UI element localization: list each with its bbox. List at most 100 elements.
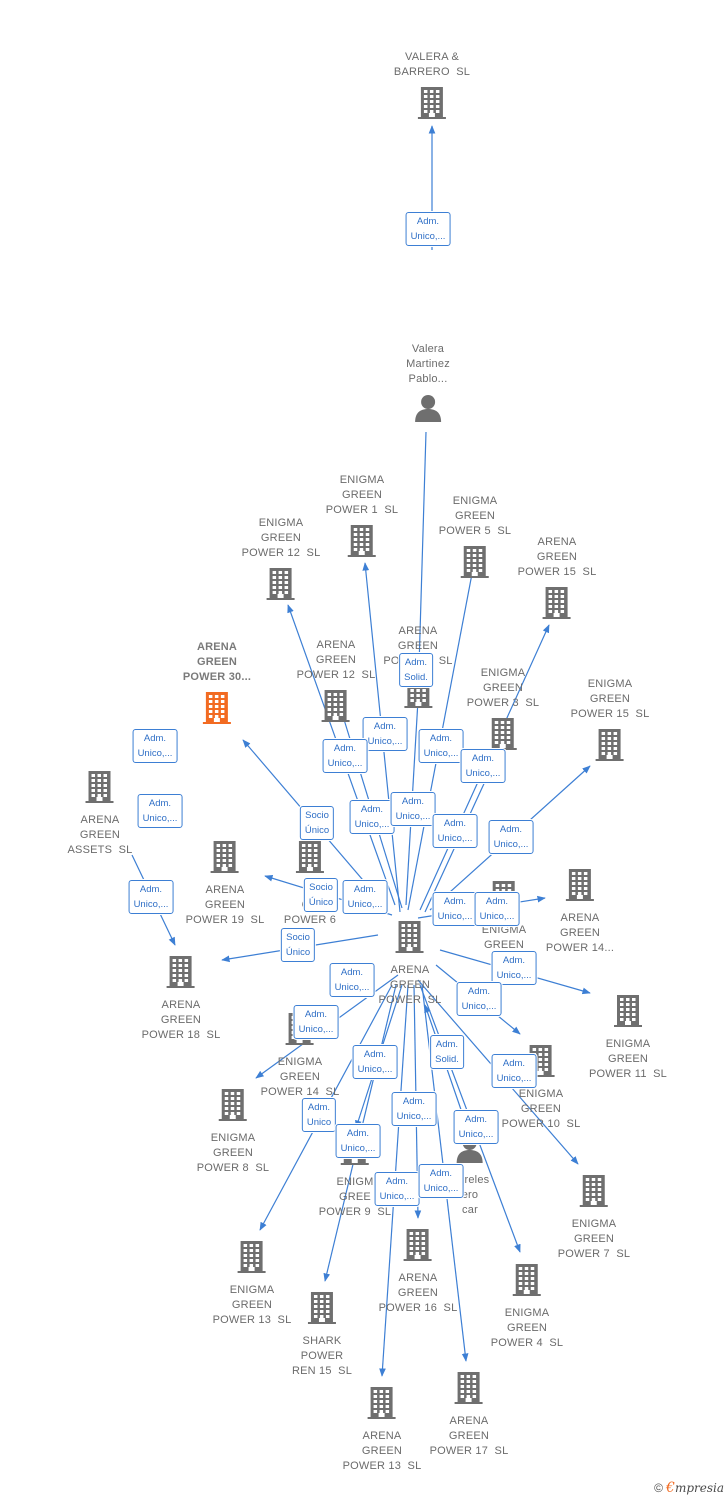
node-shark15[interactable]: SHARK POWER REN 15 SL xyxy=(292,1291,352,1379)
node-enigma7[interactable]: ENIGMA GREEN POWER 7 SL xyxy=(558,1174,631,1262)
brand-initial: € xyxy=(666,1480,675,1496)
building-icon xyxy=(295,840,325,879)
node-label: VALERA & BARRERO SL xyxy=(393,51,471,78)
building-icon xyxy=(347,524,377,563)
relation-badge[interactable]: Socio Único xyxy=(299,806,335,840)
node-label: ARENA GREEN PO SL xyxy=(383,625,453,667)
node-enigma4[interactable]: ENIGMA GREEN POWER 4 SL xyxy=(491,1263,564,1351)
relation-badge[interactable]: Adm. Unico,... xyxy=(132,729,178,763)
relation-badge[interactable]: Adm. Unico,... xyxy=(418,729,464,763)
node-label: ARENA GREEN ASSETS SL xyxy=(67,814,133,856)
node-label: ENIGMA GREEN POWER 5 SL xyxy=(438,495,512,537)
relation-badge[interactable]: Adm. Unico,... xyxy=(391,1092,437,1126)
node-arena19[interactable]: ARENA GREEN POWER 19 SL xyxy=(186,840,265,928)
node-arena16[interactable]: ARENA GREEN POWER 16 SL xyxy=(379,1228,458,1316)
relation-badge[interactable]: Adm. Unico,... xyxy=(390,792,436,826)
relation-badge[interactable]: Adm. Unico,... xyxy=(362,717,408,751)
building-icon xyxy=(395,920,425,959)
node-label: ARENA GREEN POWER 19 SL xyxy=(185,884,265,926)
copyright-symbol: © xyxy=(654,1481,664,1495)
relation-badge[interactable]: Adm. Unico,... xyxy=(137,794,183,828)
relation-badge[interactable]: Adm. Unico,... xyxy=(329,963,375,997)
building-icon xyxy=(454,1371,484,1410)
node-label: ENIGMA GREEN POWER 1 SL xyxy=(325,474,399,516)
relation-badge[interactable]: Adm. Solid. xyxy=(430,1035,464,1069)
node-label: ENIGMA GREEN POWER 4 SL xyxy=(490,1307,564,1349)
node-enigma1[interactable]: ENIGMA GREEN POWER 1 SL xyxy=(326,473,399,563)
node-enigma5[interactable]: ENIGMA GREEN POWER 5 SL xyxy=(439,494,512,584)
relation-badge[interactable]: Adm. Unico,... xyxy=(456,982,502,1016)
node-arena-assets[interactable]: ARENA GREEN ASSETS SL xyxy=(68,770,133,858)
footer: © €mpresia xyxy=(654,1480,724,1496)
building-icon xyxy=(417,86,447,125)
node-valera-barrero[interactable]: VALERA & BARRERO SL xyxy=(394,50,470,125)
node-label: ARENA GREEN POWER 14... xyxy=(545,912,615,954)
node-label: ENIGM GREE POWER 9 SL xyxy=(318,1176,392,1218)
building-icon xyxy=(595,728,625,767)
relation-badge[interactable]: Adm. Unico,... xyxy=(349,800,395,834)
node-arena12[interactable]: ARENA GREEN POWER 12 SL xyxy=(297,638,376,728)
building-icon xyxy=(166,955,196,994)
building-icon xyxy=(367,1386,397,1425)
node-label: ENIGMA GREEN POWER 8 SL xyxy=(196,1132,270,1174)
relation-badge[interactable]: Adm. Unico,... xyxy=(322,739,368,773)
building-icon xyxy=(202,691,232,730)
building-icon xyxy=(321,689,351,728)
node-enigma8[interactable]: ENIGMA GREEN POWER 8 SL xyxy=(197,1088,270,1176)
node-enigma11[interactable]: ENIGMA GREEN POWER 11 SL xyxy=(589,994,667,1082)
node-label: ARENA GREEN POWER 12 SL xyxy=(296,639,376,681)
relation-badge[interactable]: Adm. Unico,... xyxy=(453,1110,499,1144)
node-arena30[interactable]: ARENA GREEN POWER 30... xyxy=(183,640,251,730)
node-label: SHARK POWER REN 15 SL xyxy=(291,1335,353,1377)
node-arena18[interactable]: ARENA GREEN POWER 18 SL xyxy=(142,955,221,1043)
relation-badge[interactable]: Adm. Unico,... xyxy=(405,212,451,246)
node-enigma13[interactable]: ENIGMA GREEN POWER 13 SL xyxy=(213,1240,292,1328)
building-icon xyxy=(307,1291,337,1330)
node-label: Valera Martinez Pablo... xyxy=(406,343,450,385)
relation-badge[interactable]: Adm. Solid. xyxy=(399,653,433,687)
relation-badge[interactable]: Adm. Unico,... xyxy=(335,1124,381,1158)
node-label: ENIGMA GREEN POWER 11 SL xyxy=(589,1038,667,1080)
building-icon xyxy=(579,1174,609,1213)
relation-badge[interactable]: Adm. Unico,... xyxy=(342,880,388,914)
relation-badge[interactable]: Adm. Unico,... xyxy=(418,1164,464,1198)
node-label: ENIGMA GREEN POWER 14 SL xyxy=(260,1056,340,1098)
node-enigma3[interactable]: ENIGMA GREEN POWER 3 SL xyxy=(467,666,540,756)
relation-badge[interactable]: Adm. Unico,... xyxy=(432,814,478,848)
building-icon xyxy=(85,770,115,809)
building-icon xyxy=(403,1228,433,1267)
node-arena17[interactable]: ARENA GREEN POWER 17 SL xyxy=(430,1371,509,1459)
node-label: ENIGMA GREEN POWER 3 SL xyxy=(466,667,540,709)
node-enigma15[interactable]: ENIGMA GREEN POWER 15 SL xyxy=(571,677,650,767)
node-label: ARENA GREEN POWER 30... xyxy=(182,641,252,683)
relation-badge[interactable]: Adm. Unico,... xyxy=(432,892,478,926)
relation-badge[interactable]: Adm. Unico,... xyxy=(128,880,174,914)
relation-badge[interactable]: Adm. Unico,... xyxy=(488,820,534,854)
node-valera-pablo[interactable]: Valera Martinez Pablo... xyxy=(406,342,450,428)
building-icon xyxy=(218,1088,248,1127)
empresia-logo[interactable]: €mpresia xyxy=(666,1480,724,1496)
node-arena13[interactable]: ARENA GREEN POWER 13 SL xyxy=(343,1386,422,1474)
relation-badge[interactable]: Adm. Unico,... xyxy=(460,749,506,783)
relation-badge[interactable]: Adm. Unico,... xyxy=(293,1005,339,1039)
building-icon xyxy=(565,868,595,907)
building-icon xyxy=(512,1263,542,1302)
relation-badge[interactable]: Socio Único xyxy=(303,878,339,912)
node-label: ARENA GREEN POWER SL xyxy=(378,964,442,1006)
node-enigma12[interactable]: ENIGMA GREEN POWER 12 SL xyxy=(242,516,321,606)
relation-badge[interactable]: Adm. Unico,... xyxy=(352,1045,398,1079)
node-arena-main[interactable]: ARENA GREEN POWER SL xyxy=(379,920,442,1008)
node-label: ENIGMA GREEN POWER 13 SL xyxy=(212,1284,292,1326)
relation-badge[interactable]: Adm. Unico xyxy=(301,1098,337,1132)
node-label: ARENA GREEN POWER 17 SL xyxy=(429,1415,509,1457)
relation-badge[interactable]: Adm. Unico,... xyxy=(491,951,537,985)
relation-badge[interactable]: Socio Único xyxy=(280,928,316,962)
node-arena15[interactable]: ARENA GREEN POWER 15 SL xyxy=(518,535,597,625)
node-enigma10[interactable]: ENIGMA GREEN POWER 10 SL xyxy=(502,1044,581,1132)
relation-badge[interactable]: Adm. Unico,... xyxy=(374,1172,420,1206)
node-arena14[interactable]: ARENA GREEN POWER 14... xyxy=(546,868,614,956)
node-label: ENIGMA GREEN POWER 15 SL xyxy=(570,678,650,720)
relation-badge[interactable]: Adm. Unico,... xyxy=(474,892,520,926)
relation-badge[interactable]: Adm. Unico,... xyxy=(491,1054,537,1088)
